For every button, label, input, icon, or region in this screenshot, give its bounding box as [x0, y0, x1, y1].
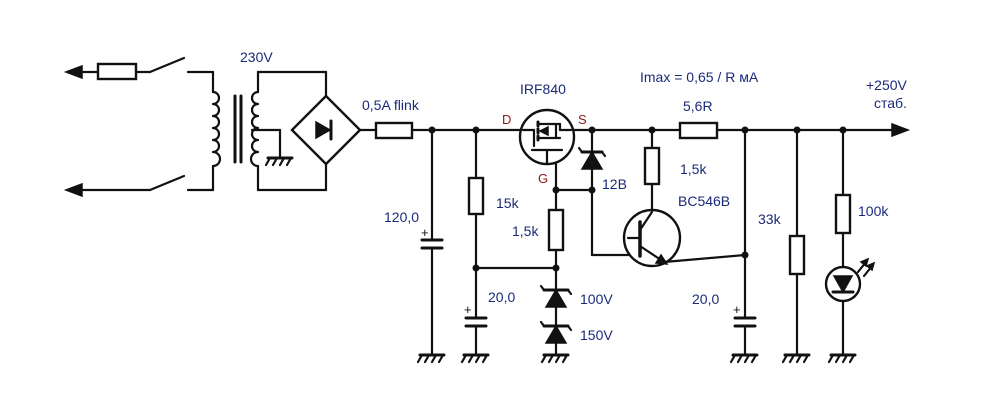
r-gate-label: 15k	[496, 195, 520, 211]
transistor-bc546b	[622, 128, 747, 268]
mosfet-label: IRF840	[520, 81, 566, 97]
zener-150-label: 150V	[580, 327, 613, 343]
r-100k-label: 100k	[858, 203, 889, 219]
mosfet-irf840	[518, 108, 576, 166]
cap-main-label: 120,0	[384, 209, 419, 225]
main-rail	[410, 122, 911, 138]
mains-switch-top	[148, 56, 186, 74]
pin-g-label: G	[538, 171, 548, 186]
svg-text:+: +	[464, 302, 472, 317]
pin-s-label: S	[578, 112, 587, 127]
pin-d-label: D	[502, 112, 511, 127]
bridge-rectifier	[290, 94, 378, 166]
capacitor-main	[416, 128, 446, 364]
resistor-15k-branch	[460, 128, 490, 364]
r-divider-label: 1,5k	[512, 223, 539, 239]
transistor-label: BC546B	[678, 193, 730, 209]
output-note-label: стаб.	[874, 95, 907, 111]
mains-input	[63, 56, 215, 198]
mains-fuse	[96, 62, 138, 81]
gate-network	[474, 162, 594, 364]
mains-switch-bottom	[148, 174, 186, 192]
sense-resistor	[678, 121, 719, 140]
cap-gate-label: 20,0	[488, 289, 515, 305]
svg-text:+: +	[421, 225, 429, 240]
r-33k-label: 33k	[758, 211, 782, 227]
fuse-label: 0,5A flink	[362, 97, 420, 113]
output-arrow	[891, 122, 911, 138]
capacitor-output	[729, 128, 759, 364]
led-indicator	[824, 128, 876, 364]
zener-12-label: 12В	[602, 176, 627, 192]
output-fuse	[374, 121, 414, 140]
transformer	[211, 70, 328, 192]
transformer-voltage-label: 230V	[240, 49, 273, 65]
cap-out-label: 20,0	[692, 291, 719, 307]
resistor-33k	[781, 128, 811, 364]
r-sense-label: 5,6R	[683, 98, 713, 114]
output-voltage-label: +250V	[866, 77, 908, 93]
zener-100-label: 100V	[580, 291, 613, 307]
svg-text:+: +	[733, 302, 741, 317]
current-formula-label: Imax = 0,65 / R мА	[640, 69, 759, 85]
zener-12v	[577, 128, 630, 257]
r-base-label: 1,5k	[680, 161, 707, 177]
